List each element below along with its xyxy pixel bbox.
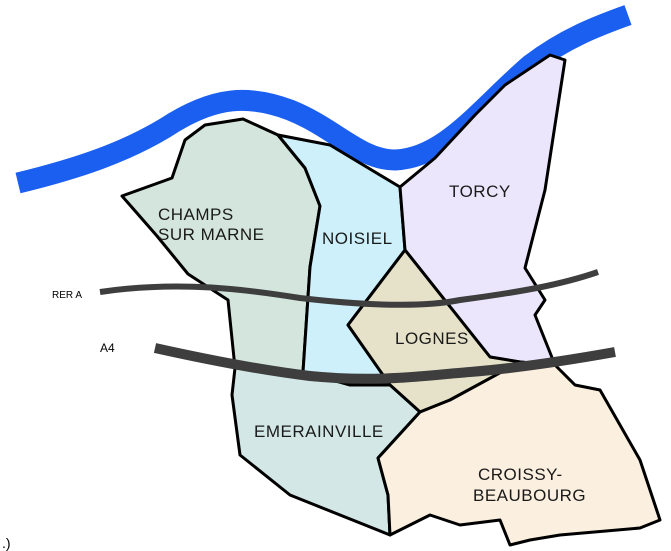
label-rer-a: RER A [52,290,82,301]
label-emerainville: EMERAINVILLE [254,422,384,441]
label-champs-line2: SUR MARNE [158,225,265,244]
label-croissy-line1: CROISSY- [478,465,563,484]
label-torcy: TORCY [449,182,511,201]
label-croissy-line2: BEAUBOURG [473,486,586,505]
label-lognes: LOGNES [395,329,469,348]
label-a4: A4 [100,341,115,355]
commune-champs-sur-marne [120,117,322,374]
label-champs-line1: CHAMPS [158,205,234,224]
railway-rer-a [99,269,599,308]
motorway-a4 [153,343,616,384]
corner-mark: .) [2,535,11,551]
river-marne [15,5,632,194]
label-noisiel: NOISIEL [322,229,393,248]
